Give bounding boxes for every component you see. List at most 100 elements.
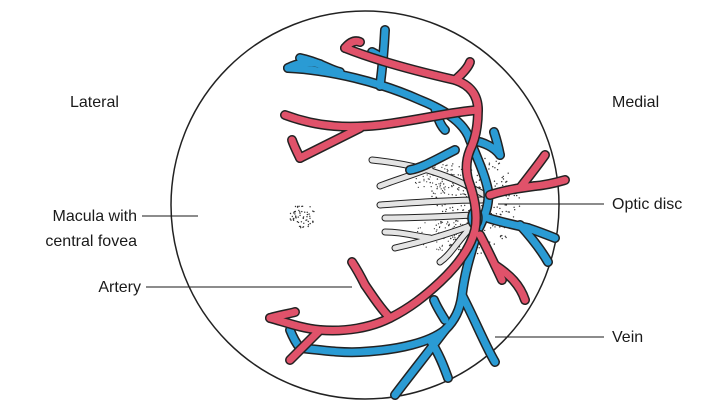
stipple-dot xyxy=(444,168,445,169)
stipple-dot xyxy=(309,216,310,217)
stipple-dot xyxy=(501,181,502,182)
stipple-dot xyxy=(306,216,307,217)
stipple-dot xyxy=(494,181,495,182)
stipple-dot xyxy=(449,224,450,225)
stipple-dot xyxy=(494,243,495,244)
label-medial: Medial xyxy=(612,94,659,111)
stipple-dot xyxy=(458,249,459,250)
stipple-dot xyxy=(453,222,454,223)
stipple-dot xyxy=(456,220,457,221)
stipple-dot xyxy=(423,179,424,180)
stipple-dot xyxy=(434,228,435,229)
stipple-dot xyxy=(445,186,446,187)
stipple-dot xyxy=(446,223,447,224)
stipple-dot xyxy=(494,226,495,227)
stipple-dot xyxy=(417,231,418,232)
stipple-dot xyxy=(442,211,443,212)
stipple-dot xyxy=(440,222,441,223)
stipple-dot xyxy=(440,248,441,249)
stipple-dot xyxy=(426,247,427,248)
stipple-dot xyxy=(431,190,432,191)
stipple-dot xyxy=(506,204,507,205)
stipple-dot xyxy=(489,163,490,164)
stipple-dot xyxy=(426,181,427,182)
stipple-dot xyxy=(307,214,308,215)
stipple-dot xyxy=(455,224,456,225)
stipple-dot xyxy=(514,209,515,210)
stipple-dot xyxy=(506,181,507,182)
stipple-dot xyxy=(453,185,454,186)
stipple-dot xyxy=(309,206,310,207)
stipple-dot xyxy=(453,239,454,240)
stipple-dot xyxy=(312,210,313,211)
stipple-dot xyxy=(293,212,294,213)
label-optic-disc: Optic disc xyxy=(612,196,682,213)
stipple-dot xyxy=(424,222,425,223)
stipple-dot xyxy=(303,226,304,227)
stipple-dot xyxy=(294,213,295,214)
stipple-dot xyxy=(452,236,453,237)
stipple-dot xyxy=(301,211,302,212)
stipple-dot xyxy=(454,174,455,175)
stipple-dot xyxy=(308,221,309,222)
stipple-dot xyxy=(437,178,438,179)
stipple-dot xyxy=(454,226,455,227)
stipple-dot xyxy=(293,218,294,219)
label-macula-line1: Macula with xyxy=(53,208,137,225)
stipple-dot xyxy=(290,218,291,219)
stipple-dot xyxy=(305,220,306,221)
stipple-dot xyxy=(500,235,501,236)
stipple-dot xyxy=(452,210,453,211)
stipple-dot xyxy=(443,191,444,192)
stipple-dot xyxy=(447,222,448,223)
stipple-dot xyxy=(438,223,439,224)
stipple-dot xyxy=(500,214,501,215)
stipple-dot xyxy=(494,167,495,168)
stipple-dot xyxy=(290,213,291,214)
stipple-dot xyxy=(493,207,494,208)
stipple-dot xyxy=(447,171,448,172)
stipple-dot xyxy=(455,195,456,196)
stipple-dot xyxy=(421,232,422,233)
stipple-dot xyxy=(423,176,424,177)
stipple-dot xyxy=(452,163,453,164)
stipple-dot xyxy=(308,213,309,214)
stipple-dot xyxy=(429,179,430,180)
stipple-dot xyxy=(457,209,458,210)
stipple-dot xyxy=(513,216,514,217)
stipple-dot xyxy=(442,205,443,206)
stipple-dot xyxy=(507,198,508,199)
stipple-dot xyxy=(446,209,447,210)
stipple-dot xyxy=(498,163,499,164)
stipple-dot xyxy=(424,186,425,187)
stipple-dot xyxy=(303,223,304,224)
stipple-dot xyxy=(300,226,301,227)
stipple-dot xyxy=(441,167,442,168)
stipple-dot xyxy=(505,204,506,205)
stipple-dot xyxy=(444,189,445,190)
stipple-dot xyxy=(439,227,440,228)
stipple-dot xyxy=(308,226,309,227)
stipple-dot xyxy=(437,205,438,206)
stipple-dot xyxy=(508,173,509,174)
fundus-outline xyxy=(171,11,559,399)
stipple-dot xyxy=(312,222,313,223)
stipple-dot xyxy=(442,164,443,165)
stipple-dot xyxy=(496,213,497,214)
stipple-dot xyxy=(418,182,419,183)
stipple-dot xyxy=(503,178,504,179)
stipple-dot xyxy=(451,165,452,166)
stipple-dot xyxy=(464,205,465,206)
stipple-dot xyxy=(415,182,416,183)
stipple-dot xyxy=(430,182,431,183)
stipple-dot xyxy=(304,212,305,213)
stipple-dot xyxy=(513,207,514,208)
stipple-dot xyxy=(458,189,459,190)
stipple-dot xyxy=(516,195,517,196)
stipple-dot xyxy=(499,208,500,209)
stipple-dot xyxy=(442,179,443,180)
stipple-dot xyxy=(300,227,301,228)
stipple-dot xyxy=(502,185,503,186)
stipple-dot xyxy=(502,211,503,212)
